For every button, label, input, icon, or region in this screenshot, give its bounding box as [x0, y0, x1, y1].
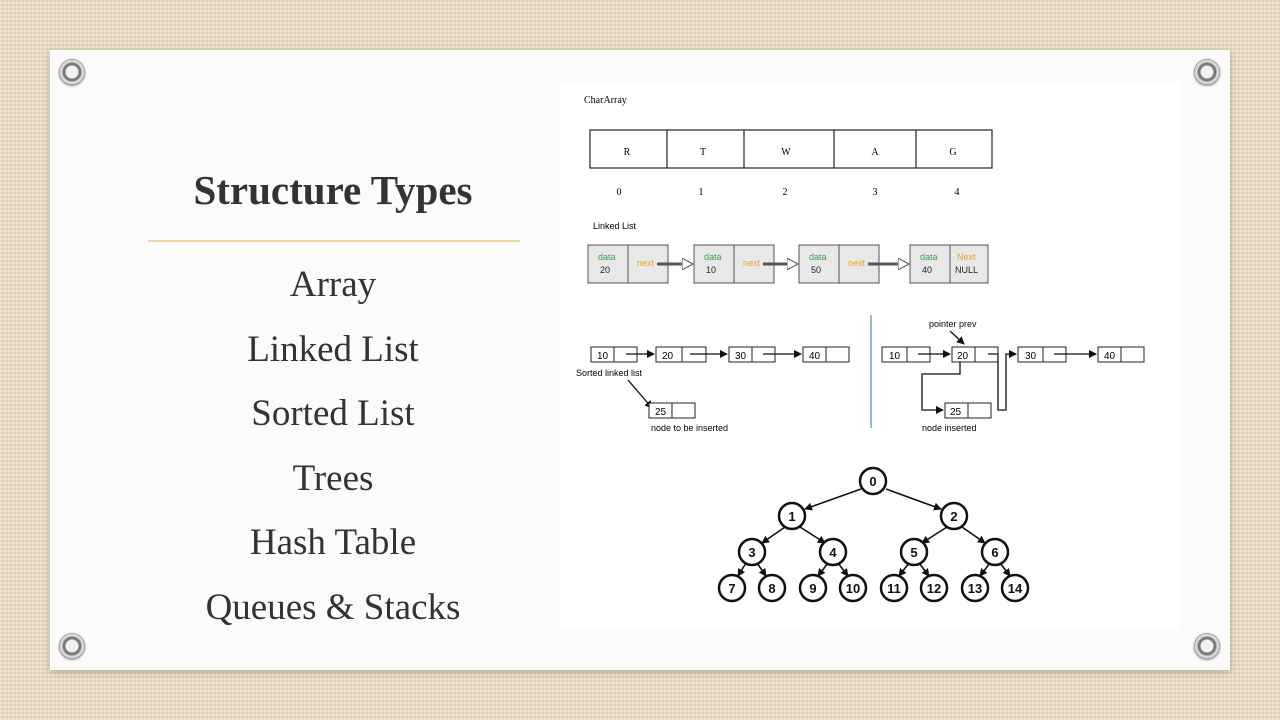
sorted-node-value: 30 [1025, 351, 1037, 362]
sorted-insert-before: 10 20 30 40 Sorted linked list 25 node t… [576, 346, 850, 433]
data-structures-diagram: CharArray R T W A G 0 1 2 3 4 Linked Lis… [560, 82, 1180, 628]
tree-node: 8 [768, 581, 775, 596]
array-index: 4 [955, 187, 960, 198]
structure-item-queues-stacks: Queues & Stacks [205, 586, 461, 628]
tree-node: 7 [728, 581, 735, 596]
tree-node: 3 [748, 545, 755, 560]
title-divider [148, 240, 520, 242]
new-node-value: 25 [950, 407, 962, 418]
tree-node: 13 [968, 581, 982, 596]
sorted-node-value: 20 [957, 351, 969, 362]
pin-icon [1194, 59, 1220, 85]
pin-icon [1194, 633, 1220, 659]
node-data-value: 40 [922, 265, 932, 275]
node-data-label: data [920, 252, 938, 262]
binary-tree-diagram: 0 1 2 3 4 5 6 7 8 9 10 11 12 13 14 [717, 466, 1030, 603]
node-next-label: Next [957, 252, 976, 262]
node-next-label: next [743, 258, 761, 268]
sorted-list-label: Sorted linked list [576, 368, 643, 378]
structure-item-array: Array [289, 264, 377, 305]
tree-node: 11 [887, 581, 901, 596]
array-cell: G [949, 147, 956, 158]
array-cell: W [781, 147, 791, 158]
pin-icon [59, 633, 85, 659]
array-cell: T [700, 147, 706, 158]
tree-node: 6 [991, 545, 998, 560]
array-index: 0 [617, 187, 622, 198]
array-index: 3 [873, 187, 878, 198]
pin-icon [59, 59, 85, 85]
array-index: 1 [699, 187, 704, 198]
slide-title: Structure Types [193, 167, 473, 213]
node-data-value: 50 [811, 265, 821, 275]
tree-node: 1 [788, 509, 795, 524]
linked-list-diagram: Linked List data 20 next data 10 next da… [587, 221, 989, 284]
sorted-node-value: 40 [1104, 351, 1116, 362]
sorted-insert-after: pointer prev 10 20 30 40 25 node inserte… [881, 319, 1145, 433]
array-cell: A [871, 147, 879, 158]
pointer-label: pointer prev [929, 319, 977, 329]
structure-item-trees: Trees [292, 457, 374, 499]
node-data-value: 20 [600, 265, 610, 275]
node-next-label: next [637, 258, 655, 268]
inserted-node-caption: node inserted [922, 423, 977, 433]
linked-list-label: Linked List [593, 221, 637, 231]
tree-node: 14 [1008, 581, 1023, 596]
tree-node: 4 [829, 545, 837, 560]
tree-node: 12 [927, 581, 941, 596]
tree-node: 0 [869, 474, 876, 489]
tree-node: 5 [910, 545, 917, 560]
array-index: 2 [783, 187, 788, 198]
node-data-label: data [704, 252, 722, 262]
node-null-value: NULL [955, 265, 978, 275]
new-node-caption: node to be inserted [651, 423, 728, 433]
new-node-value: 25 [655, 407, 667, 418]
node-next-label: next [848, 258, 866, 268]
structure-item-sorted-list: Sorted List [251, 393, 415, 435]
sorted-node-value: 30 [735, 351, 747, 362]
sorted-node-value: 20 [662, 351, 674, 362]
sorted-node-value: 10 [889, 351, 901, 362]
node-data-label: data [809, 252, 827, 262]
tree-node: 9 [809, 581, 816, 596]
array-cell: R [624, 147, 631, 158]
node-data-value: 10 [706, 265, 716, 275]
node-data-label: data [598, 252, 616, 262]
structure-item-hash-table: Hash Table [249, 522, 417, 564]
char-array-label: CharArray [584, 95, 627, 106]
structure-item-linked-list: Linked List [247, 328, 419, 370]
tree-node: 10 [846, 581, 860, 596]
structure-list: Array Linked List Sorted List Trees Hash… [148, 258, 518, 646]
sorted-node-value: 10 [597, 351, 609, 362]
sorted-node-value: 40 [809, 351, 821, 362]
char-array-diagram: CharArray R T W A G 0 1 2 3 4 [584, 95, 993, 198]
tree-node: 2 [950, 509, 957, 524]
